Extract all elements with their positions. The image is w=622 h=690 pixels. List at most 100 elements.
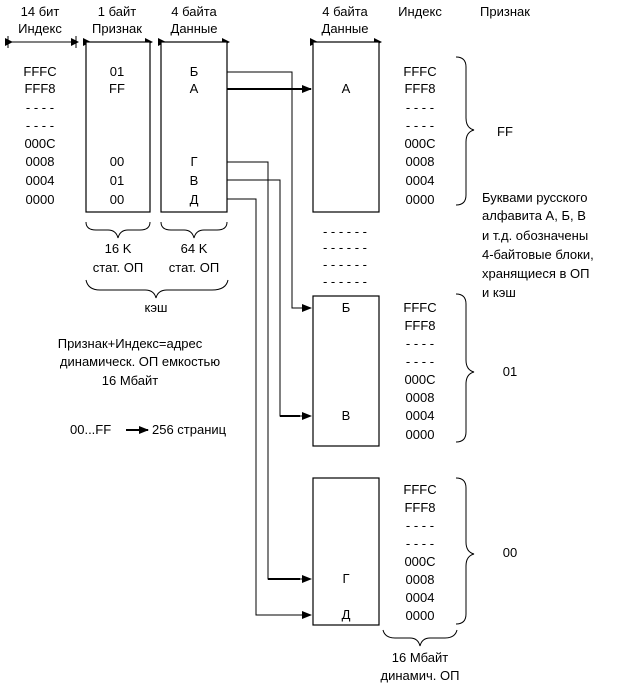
address-note-line: динамическ. ОП емкостью (60, 354, 220, 369)
tag-ram-brace (85, 221, 151, 239)
cache-tag-column: 1 байт Признак 01 FF 00 01 00 (83, 4, 153, 213)
mm-index-row: 0004 (406, 173, 435, 188)
mm-size-label: 16 Мбайт динамич. ОП (381, 629, 460, 683)
cache-tag-header-line1: 1 байт (98, 4, 136, 19)
cache-ram-labels: 16 K стат. ОП 64 K стат. ОП кэш (85, 221, 229, 315)
cache-index-header-line1: 14 бит (21, 4, 60, 19)
mm-block-label: В (342, 408, 351, 423)
cache-index-header-line2: Индекс (18, 21, 62, 36)
cache-index-row: - - - - (26, 118, 54, 133)
mm-size: 16 Мбайт (392, 650, 449, 665)
mm-bottom-brace (382, 629, 458, 647)
mm-block-label: А (342, 81, 351, 96)
cache-index-row: FFF8 (24, 81, 55, 96)
cache-label: кэш (145, 300, 168, 315)
address-note-line: Признак+Индекс=адрес (58, 336, 203, 351)
cache-index-column: 14 бит Индекс FFFC FFF8 - - - - - - - - … (5, 4, 79, 207)
cache-brace (85, 279, 229, 299)
cache-data-row: А (190, 81, 199, 96)
cache-index-row: 0004 (26, 173, 55, 188)
mm-dashes: - - - - - - (323, 240, 367, 255)
mm-page-brace (455, 477, 475, 625)
cache-tag-row: 00 (110, 192, 124, 207)
cache-index-row: 0008 (26, 154, 55, 169)
mm-gap-dashes: - - - - - - - - - - - - - - - - - - - - … (323, 224, 367, 289)
mm-index-row: 0000 (406, 608, 435, 623)
cache-data-box (160, 41, 228, 213)
mm-index-row: FFF8 (404, 500, 435, 515)
pages-note: 00...FF 256 страниц (70, 422, 227, 437)
mm-index-row: 0004 (406, 408, 435, 423)
legend-line: 4-байтовые блоки, (482, 247, 594, 262)
cache-data-row: Г (190, 154, 197, 169)
legend-line: хранящиеся в ОП (482, 266, 590, 281)
address-note-line: 16 Мбайт (102, 373, 159, 388)
legend-line: и кэш (482, 285, 516, 300)
mm-page-tag: 00 (503, 545, 517, 560)
mm-index-row: - - - - (406, 100, 434, 115)
cache-tag-header-line2: Признак (92, 21, 142, 36)
mm-index-row: 0008 (406, 390, 435, 405)
mm-page-00: Г Д FFFC FFF8 - - - - - - - - 000C 0008 … (312, 477, 517, 626)
data-ram-brace (160, 221, 228, 239)
main-memory-header: 4 байта Данные Индекс Признак (310, 4, 530, 46)
data-ram-type: стат. ОП (169, 260, 219, 275)
mm-index-row: - - - - (406, 118, 434, 133)
mapping-connectors (227, 71, 312, 619)
mm-page-brace (455, 56, 475, 206)
mm-block-label: Б (342, 300, 351, 315)
mm-index-row: FFF8 (404, 318, 435, 333)
mm-index-row: 000C (404, 554, 435, 569)
mm-block-label: Д (342, 607, 351, 622)
mm-index-row: 000C (404, 372, 435, 387)
cache-tag-row: FF (109, 81, 125, 96)
mm-page-01: Б В FFFC FFF8 - - - - - - - - 000C 0008 … (312, 293, 517, 447)
mm-page-tag: FF (497, 124, 513, 139)
legend-line: алфавита А, Б, В (482, 208, 586, 223)
cache-data-row: В (190, 173, 199, 188)
cache-index-row: 000C (24, 136, 55, 151)
pages-range: 00...FF (70, 422, 111, 437)
cache-tag-row: 01 (110, 64, 124, 79)
cache-data-header-line2: Данные (171, 21, 218, 36)
tag-ram-size: 16 K (105, 241, 132, 256)
mm-index-row: FFF8 (404, 81, 435, 96)
mm-type: динамич. ОП (381, 668, 460, 683)
cache-tag-row: 00 (110, 154, 124, 169)
mm-index-row: - - - - (406, 518, 434, 533)
mm-data-header-line2: Данные (322, 21, 369, 36)
mm-page-box (312, 477, 380, 626)
mm-dashes: - - - - - - (323, 274, 367, 289)
address-note: Признак+Индекс=адрес динамическ. ОП емко… (58, 336, 221, 388)
cache-data-row: Д (190, 192, 199, 207)
data-ram-size: 64 K (181, 241, 208, 256)
cache-data-column: 4 байта Данные Б А Г В Д (158, 4, 230, 213)
mm-index-row: 000C (404, 136, 435, 151)
mm-page-ff: А FFFC FFF8 - - - - - - - - 000C 0008 00… (312, 41, 513, 213)
mm-page-tag: 01 (503, 364, 517, 379)
connector-d (227, 198, 312, 619)
legend-note: Буквами русского алфавита А, Б, В и т.д.… (482, 190, 594, 300)
mm-index-row: 0008 (406, 154, 435, 169)
tag-ram-type: стат. ОП (93, 260, 143, 275)
cache-tag-row: 01 (110, 173, 124, 188)
mm-page-box (312, 295, 380, 447)
mm-dashes: - - - - - - (323, 257, 367, 272)
mm-index-header: Индекс (398, 4, 442, 19)
mm-index-row: 0000 (406, 192, 435, 207)
cache-index-row: - - - - (26, 100, 54, 115)
mm-index-row: - - - - (406, 354, 434, 369)
pages-count: 256 страниц (152, 422, 227, 437)
mm-index-row: - - - - (406, 336, 434, 351)
mm-index-row: 0004 (406, 590, 435, 605)
mm-page-brace (455, 293, 475, 443)
mm-tag-header: Признак (480, 4, 530, 19)
mm-data-header-line1: 4 байта (322, 4, 368, 19)
mm-index-row: FFFC (403, 300, 436, 315)
mm-index-row: FFFC (403, 482, 436, 497)
connector-g (227, 161, 312, 583)
mm-index-row: - - - - (406, 536, 434, 551)
legend-line: Буквами русского (482, 190, 587, 205)
mm-index-row: FFFC (403, 64, 436, 79)
